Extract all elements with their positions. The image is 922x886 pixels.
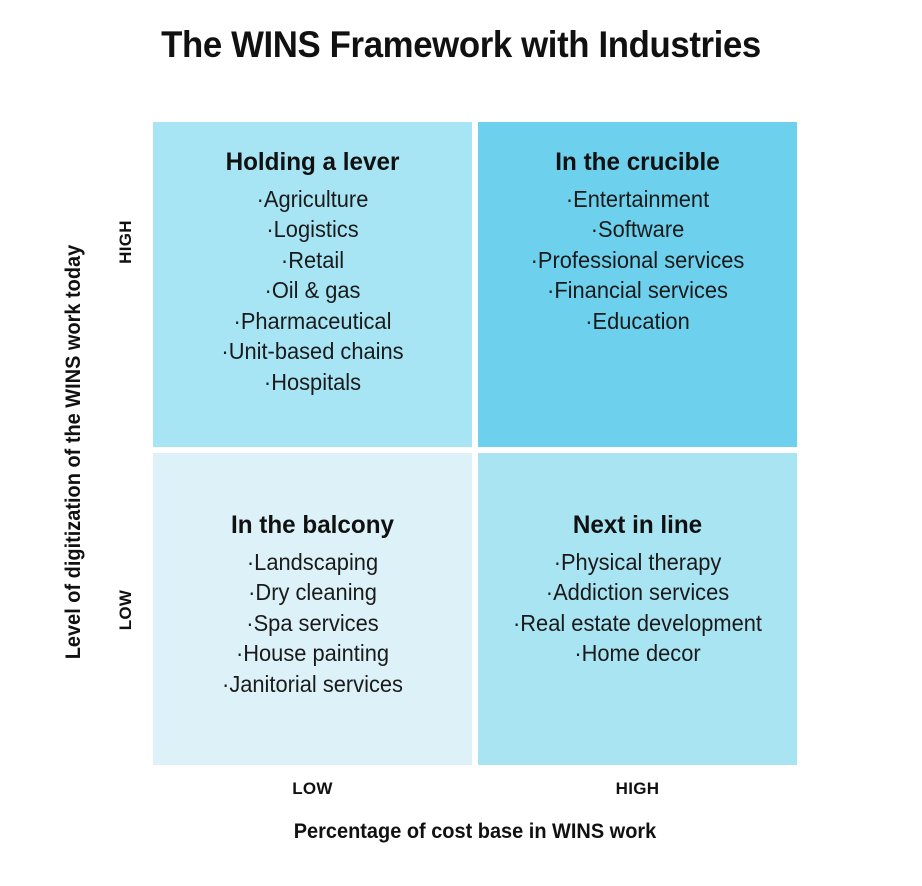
quadrant-list-item: ·Hospitals bbox=[170, 367, 454, 398]
quadrant-list-item-label: Logistics bbox=[273, 216, 359, 243]
quadrant-list-item-label: Pharmaceutical bbox=[240, 307, 392, 334]
wins-framework-matrix: Holding a lever ·Agriculture·Logistics·R… bbox=[153, 122, 797, 765]
quadrant-list-item: ·Logistics bbox=[170, 214, 454, 245]
quadrant-item-list: ·Landscaping·Dry cleaning·Spa services·H… bbox=[163, 547, 462, 700]
quadrant-list-item: ·Landscaping bbox=[170, 547, 454, 578]
quadrant-list-item-label: Landscaping bbox=[254, 548, 379, 575]
bullet-icon: · bbox=[512, 609, 521, 636]
bullet-icon: · bbox=[256, 185, 264, 212]
bullet-icon: · bbox=[221, 338, 229, 365]
bullet-icon: · bbox=[574, 640, 582, 667]
bullet-icon: · bbox=[280, 246, 289, 273]
quadrant-list-item-label: Hospitals bbox=[271, 368, 362, 395]
quadrant-list-item: ·Professional services bbox=[495, 245, 779, 276]
quadrant-list-item: ·Physical therapy bbox=[495, 547, 779, 578]
quadrant-list-item-label: Dry cleaning bbox=[255, 579, 377, 606]
bullet-icon: · bbox=[590, 216, 599, 243]
quadrant-list-item-label: Addiction services bbox=[553, 579, 730, 606]
quadrant-item-list: ·Physical therapy·Addiction services·Rea… bbox=[488, 547, 787, 669]
x-axis-tick-high: HIGH bbox=[615, 779, 660, 798]
bullet-icon: · bbox=[263, 368, 272, 395]
bullet-icon: · bbox=[264, 277, 272, 304]
x-axis-tick-low: LOW bbox=[292, 779, 333, 798]
quadrant-list-item: ·Pharmaceutical bbox=[170, 306, 454, 337]
quadrant-list-item-label: Oil & gas bbox=[271, 277, 361, 304]
quadrant-list-item: ·Software bbox=[495, 214, 779, 245]
quadrant-list-item-label: Home decor bbox=[581, 640, 701, 667]
quadrant-list-item-label: Retail bbox=[288, 246, 345, 273]
quadrant-next-in-line: Next in line ·Physical therapy·Addiction… bbox=[478, 453, 797, 765]
bullet-icon: · bbox=[565, 185, 574, 212]
quadrant-heading: In the crucible bbox=[555, 148, 720, 176]
quadrant-list-item: ·Addiction services bbox=[495, 577, 779, 608]
bullet-icon: · bbox=[222, 670, 230, 697]
page-title: The WINS Framework with Industries bbox=[161, 24, 761, 65]
bullet-icon: · bbox=[235, 640, 244, 667]
bullet-icon: · bbox=[553, 548, 561, 575]
bullet-icon: · bbox=[246, 548, 255, 575]
quadrant-list-item: ·Oil & gas bbox=[170, 275, 454, 306]
y-axis-title: Level of digitization of the WINS work t… bbox=[62, 244, 85, 660]
bullet-icon: · bbox=[266, 216, 274, 243]
quadrant-list-item: ·House painting bbox=[170, 638, 454, 669]
bullet-icon: · bbox=[233, 307, 241, 334]
quadrant-list-item-label: Education bbox=[592, 307, 690, 334]
quadrant-list-item-label: Professional services bbox=[537, 246, 745, 273]
quadrant-list-item-label: Real estate development bbox=[520, 609, 762, 636]
quadrant-list-item: ·Unit-based chains bbox=[170, 336, 454, 367]
quadrant-list-item: ·Real estate development bbox=[495, 608, 779, 639]
quadrant-list-item: ·Janitorial services bbox=[170, 669, 454, 700]
x-axis-title: Percentage of cost base in WINS work bbox=[293, 820, 657, 843]
quadrant-list-item-label: Spa services bbox=[253, 609, 379, 636]
quadrant-list-item: ·Financial services bbox=[495, 275, 779, 306]
quadrant-list-item-label: Financial services bbox=[554, 277, 728, 304]
bullet-icon: · bbox=[547, 277, 555, 304]
quadrant-heading: Next in line bbox=[572, 511, 703, 539]
quadrant-list-item-label: Unit-based chains bbox=[228, 338, 404, 365]
bullet-icon: · bbox=[545, 579, 554, 606]
quadrant-list-item-label: House painting bbox=[243, 640, 390, 667]
quadrant-list-item: ·Education bbox=[495, 306, 779, 337]
quadrant-list-item: ·Entertainment bbox=[495, 184, 779, 215]
quadrant-list-item: ·Agriculture bbox=[170, 184, 454, 215]
y-axis-tick-high: HIGH bbox=[116, 220, 135, 264]
quadrant-in-the-crucible: In the crucible ·Entertainment·Software·… bbox=[478, 122, 797, 447]
quadrant-list-item: ·Retail bbox=[170, 245, 454, 276]
quadrant-list-item-label: Software bbox=[598, 216, 685, 243]
quadrant-item-list: ·Agriculture·Logistics·Retail·Oil & gas·… bbox=[163, 184, 462, 398]
quadrant-list-item: ·Dry cleaning bbox=[170, 577, 454, 608]
quadrant-list-item-label: Janitorial services bbox=[229, 670, 403, 697]
quadrant-heading: Holding a lever bbox=[225, 148, 400, 176]
quadrant-list-item-label: Agriculture bbox=[263, 185, 369, 212]
quadrant-list-item-label: Physical therapy bbox=[560, 548, 722, 575]
y-axis-tick-low: LOW bbox=[116, 589, 135, 631]
bullet-icon: · bbox=[530, 246, 538, 273]
quadrant-item-list: ·Entertainment·Software·Professional ser… bbox=[488, 184, 787, 337]
quadrant-list-item-label: Entertainment bbox=[573, 185, 710, 212]
quadrant-in-the-balcony: In the balcony ·Landscaping·Dry cleaning… bbox=[153, 453, 472, 765]
quadrant-list-item: ·Spa services bbox=[170, 608, 454, 639]
bullet-icon: · bbox=[248, 579, 256, 606]
bullet-icon: · bbox=[246, 609, 254, 636]
quadrant-list-item: ·Home decor bbox=[495, 638, 779, 669]
quadrant-heading: In the balcony bbox=[230, 511, 395, 539]
bullet-icon: · bbox=[585, 307, 593, 334]
quadrant-holding-a-lever: Holding a lever ·Agriculture·Logistics·R… bbox=[153, 122, 472, 447]
